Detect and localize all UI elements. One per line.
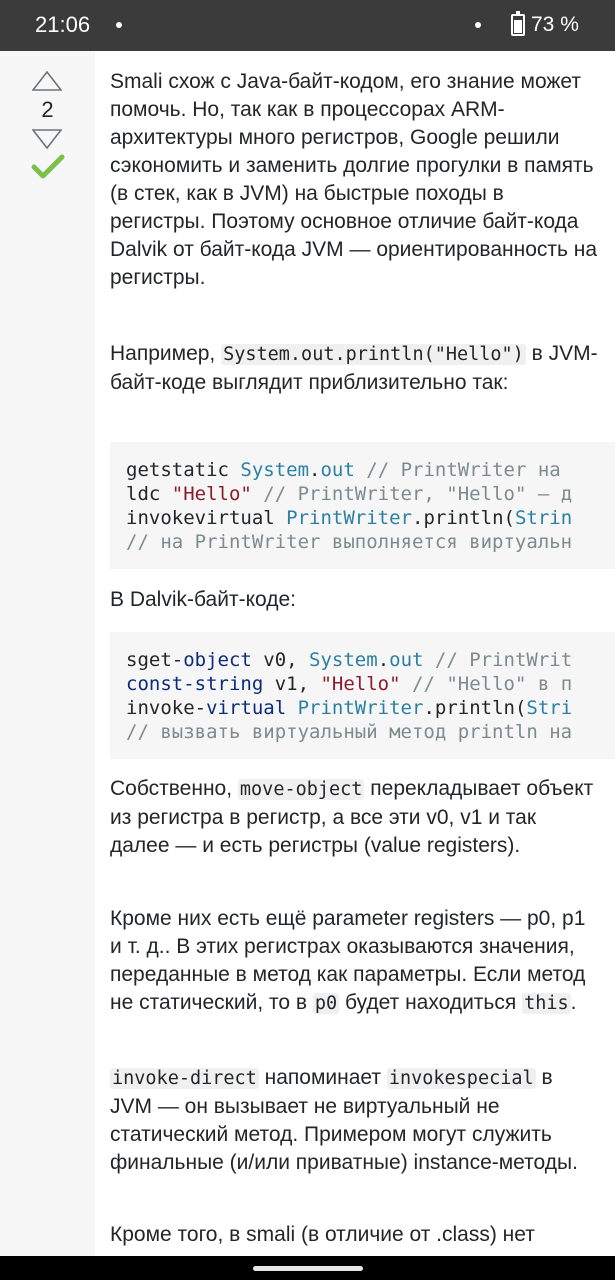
paragraph: В Dalvik-байт-коде: (110, 588, 296, 611)
status-time: 21:06 (35, 12, 91, 37)
inline-code: this (522, 993, 571, 1014)
text: . (570, 991, 577, 1014)
inline-code: invokespecial (386, 1068, 536, 1089)
code-line: invokevirtual PrintWriter.println(Strin (126, 507, 573, 529)
text: в JVM — он вызывает не виртуальный не ст… (110, 1066, 578, 1174)
paragraph: Например, System.out.println("Hello") в … (110, 340, 600, 397)
downvote-icon[interactable] (32, 129, 62, 149)
code-line: invoke-virtual PrintWriter.println(Stri (126, 697, 573, 719)
text: в JVM-байт-коде выглядит приблизительно … (110, 342, 598, 394)
accepted-check-icon (31, 154, 65, 179)
upvote-icon[interactable] (32, 71, 62, 91)
vote-count: 2 (41, 97, 54, 122)
status-bar: 21:06 73 % (0, 0, 615, 51)
status-dot-icon (475, 22, 481, 28)
code-line: // вызвать виртуальный метод println на (126, 721, 573, 743)
paragraph: Кроме них есть ещё parameter registers —… (110, 905, 600, 1018)
text: Например, (110, 342, 222, 365)
inline-code: System.out.println("Hello") (221, 344, 526, 365)
code-block-dalvik: sget-object v0, System.out // PrintWrit … (110, 632, 615, 759)
inline-code: invoke-direct (110, 1068, 259, 1089)
paragraph: Smali схож с Java-байт-кодом, его знание… (110, 70, 598, 289)
text: напоминает (258, 1066, 387, 1089)
notification-dot-icon (116, 22, 122, 28)
paragraph: Кроме того, в smali (в отличие от .class… (110, 1223, 535, 1246)
inline-code: move-object (237, 779, 365, 800)
code-block-jvm: getstatic System.out // PrintWriter на l… (110, 442, 615, 569)
code-line: sget-object v0, System.out // PrintWrit (126, 649, 573, 671)
navigation-bar (0, 1256, 615, 1280)
paragraph: Собственно, move-object перекладывает об… (110, 775, 600, 860)
text: перекладывает объект из регистра в регис… (110, 777, 594, 857)
code-line: const-string v1, "Hello" // "Hello" в п (126, 673, 573, 695)
vote-column: 2 (0, 51, 95, 1256)
text: Кроме них есть ещё parameter registers —… (110, 907, 586, 1014)
inline-code: p0 (312, 993, 340, 1014)
battery-level: 73 % (531, 13, 579, 36)
text: Собственно, (110, 777, 238, 800)
code-line: ldc "Hello" // PrintWriter, "Hello" — д (126, 483, 573, 505)
battery-icon (511, 11, 525, 36)
paragraph: invoke-direct напоминает invokespecial в… (110, 1064, 600, 1177)
code-line: getstatic System.out // PrintWriter на (126, 459, 561, 481)
code-line: // на PrintWriter выполняется виртуальн (126, 531, 573, 553)
text: будет находиться (339, 991, 523, 1014)
home-gesture-handle[interactable] (253, 1266, 363, 1271)
